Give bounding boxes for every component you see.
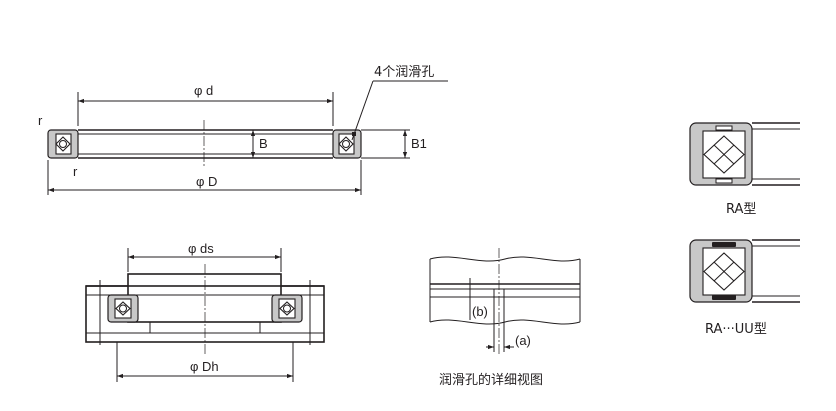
ra-uu-type-section: RA···UU型: [689, 239, 800, 337]
radius-label-bottom: r: [73, 164, 78, 179]
right-ring-section: [332, 129, 362, 159]
left-ring-section: [47, 129, 79, 159]
lube-holes-callout: 4个润滑孔: [374, 65, 434, 80]
left-bearing-section: [107, 294, 139, 323]
dim-label-Dh: φ Dh: [190, 359, 219, 374]
dim-label-B: B: [259, 136, 268, 151]
dim-label-D: φ D: [196, 174, 217, 189]
lube-hole-detail-view: (b) (a) 润滑孔的详细视图: [429, 248, 581, 388]
dim-label-a: (a): [515, 333, 531, 348]
seal-top: [712, 242, 736, 247]
housing-section-view: φ ds φ Dh: [85, 241, 325, 382]
detail-view-caption: 润滑孔的详细视图: [439, 372, 543, 388]
dim-label-B1: B1: [411, 136, 427, 151]
ra-uu-type-caption: RA···UU型: [705, 322, 767, 337]
seal-bottom: [712, 295, 736, 300]
dim-label-b: (b): [472, 304, 488, 319]
ra-type-caption: RA型: [726, 202, 756, 217]
break-line-top: [429, 256, 581, 262]
right-bearing-section: [271, 294, 303, 323]
dim-label-ds: φ ds: [188, 241, 214, 256]
radius-label-top: r: [38, 113, 43, 128]
dim-label-d: φ d: [194, 83, 213, 98]
bearing-section-view: φ d B B1 r r: [38, 65, 448, 195]
lube-callout-leader: [351, 80, 374, 141]
ra-type-section: RA型: [689, 122, 800, 217]
break-line-bottom: [429, 319, 581, 325]
